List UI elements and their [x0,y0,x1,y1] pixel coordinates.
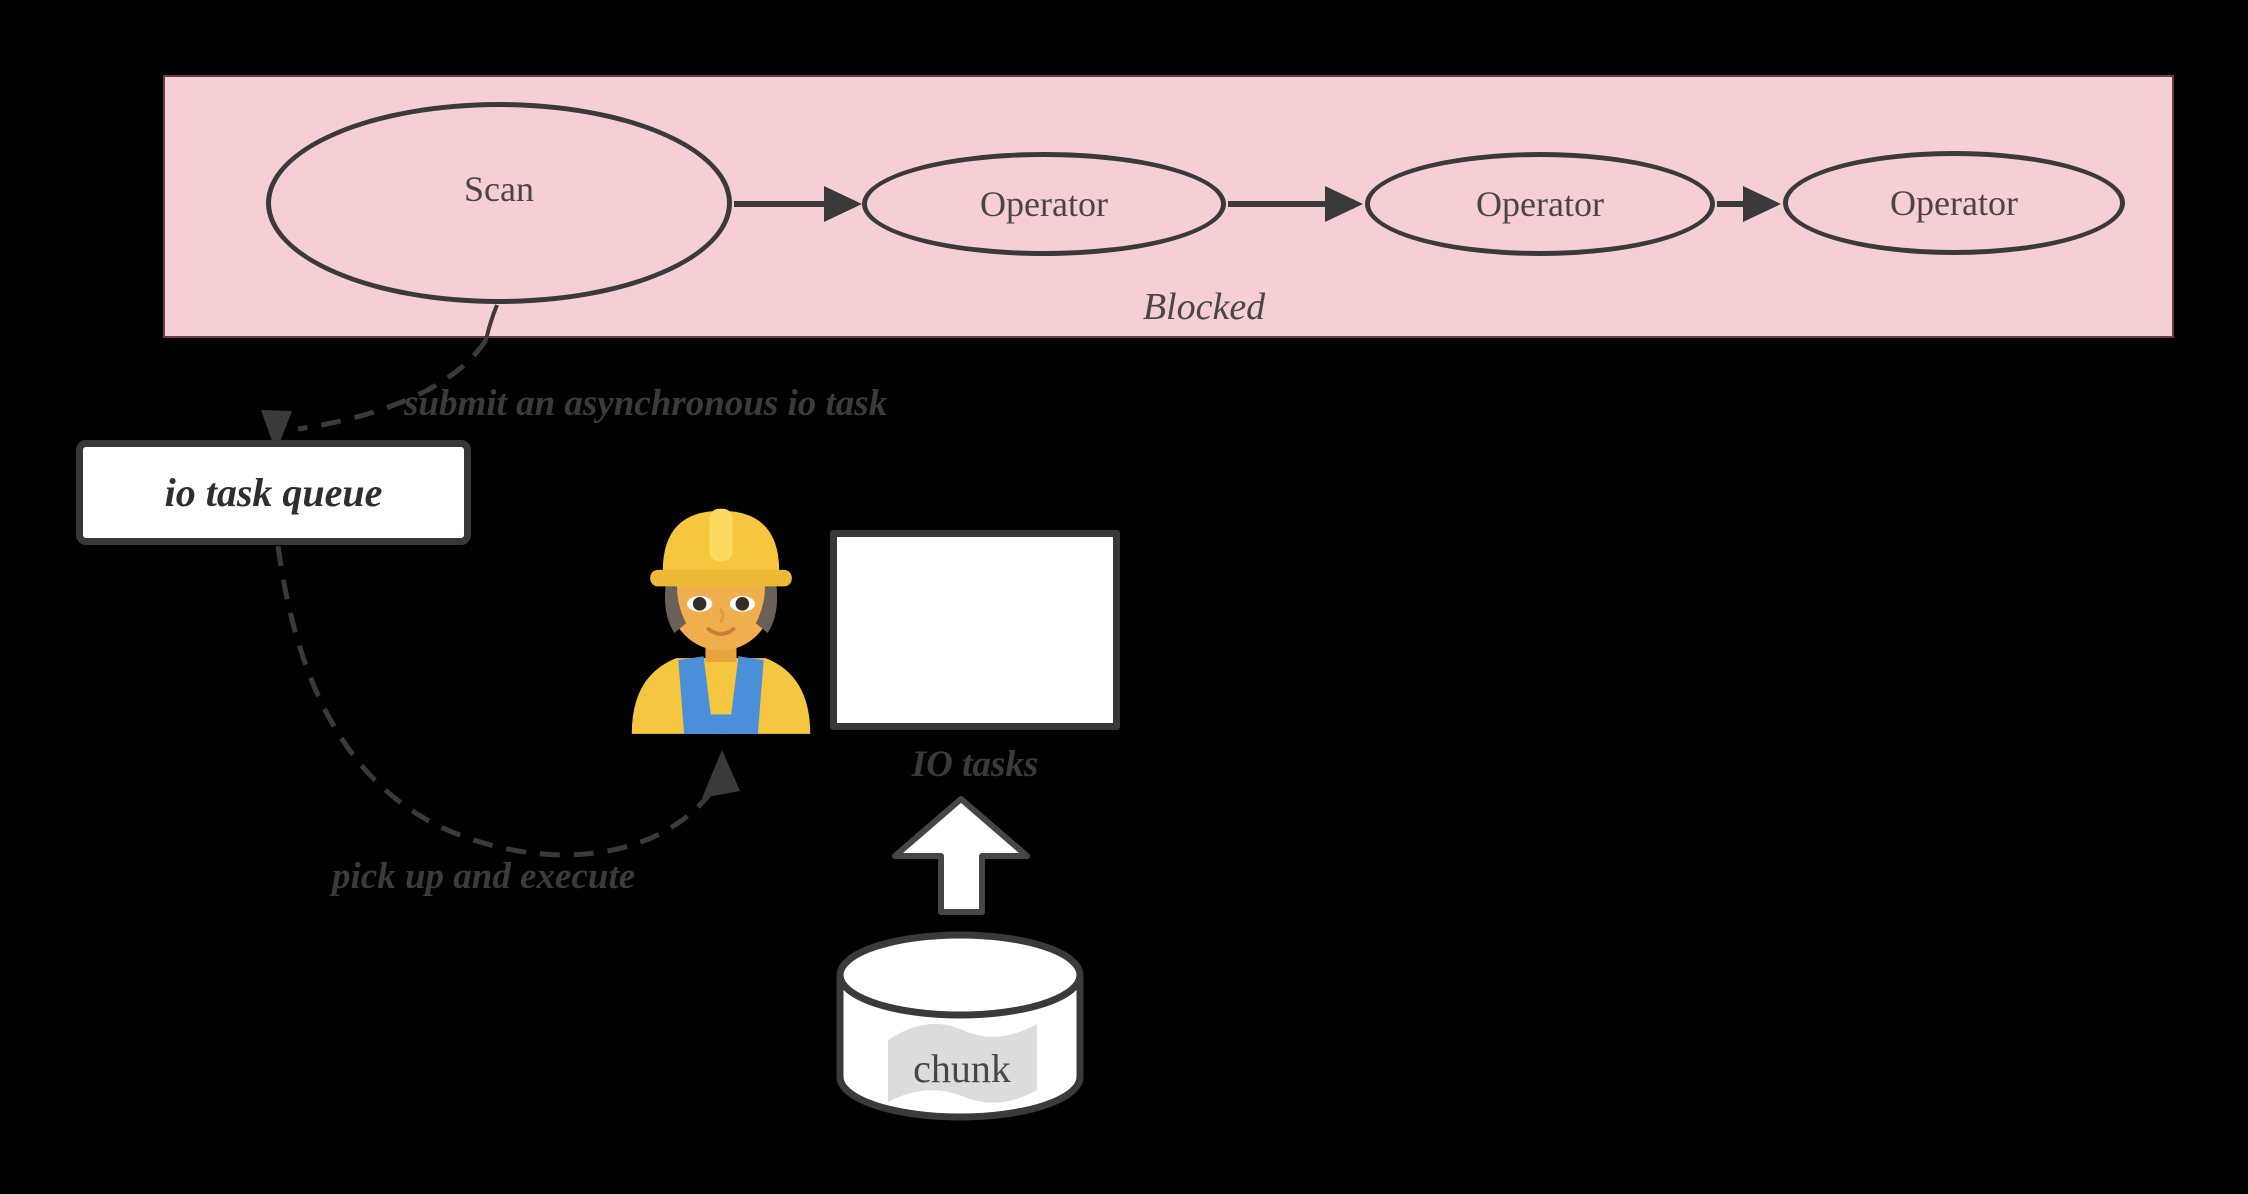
node-operator-2-label: Operator [1476,184,1604,224]
node-operator-3: Operator [1783,151,2125,255]
pickup-edge-label: pick up and execute [332,856,636,897]
cylinder-top [836,931,1084,1019]
up-arrow-icon [892,796,1030,915]
io-tasks-label: IO tasks [911,744,1039,785]
node-scan: Scan [266,102,732,304]
submit-edge-label: submit an asynchronous io task [404,383,888,424]
node-operator-2: Operator [1365,152,1715,256]
io-task-queue-box: io task queue [76,440,471,545]
node-operator-1: Operator [862,152,1226,256]
blocked-label: Blocked [1142,286,1266,328]
chunk-label: chunk [913,1046,1011,1091]
io-tasks-box [830,530,1120,730]
construction-worker-icon [631,508,811,734]
node-operator-3-label: Operator [1890,183,2018,223]
node-scan-label: Scan [464,169,534,209]
node-operator-1-label: Operator [980,184,1108,224]
arrowhead-up-icon [702,750,740,798]
io-task-queue-label: io task queue [164,470,383,515]
